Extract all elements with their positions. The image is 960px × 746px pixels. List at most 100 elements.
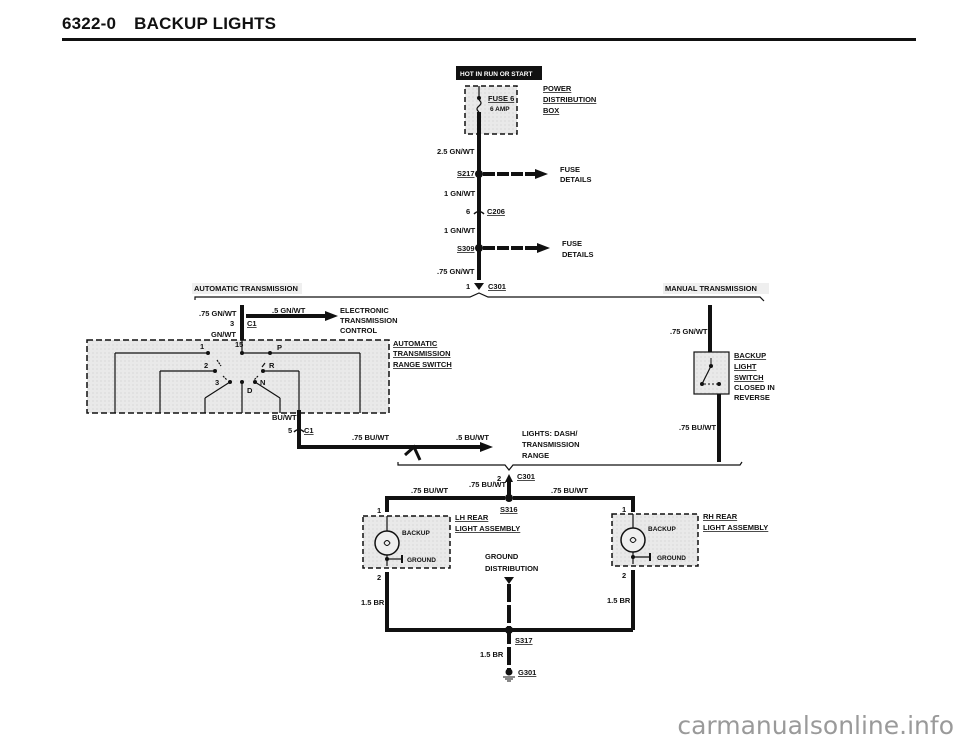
wire-label: .5 GN/WT bbox=[272, 306, 306, 315]
power-distribution-box: HOT IN RUN OR START FUSE 6 6 AMP POWER D… bbox=[456, 66, 596, 135]
pin-label: 2 bbox=[377, 573, 381, 582]
wire-label: .75 GN/WT bbox=[199, 309, 237, 318]
splice-s317 bbox=[505, 626, 513, 634]
fuse-rating: 6 AMP bbox=[490, 106, 510, 113]
position-label-p: P bbox=[277, 343, 282, 352]
switch-contact bbox=[261, 369, 265, 373]
switch-contact bbox=[228, 380, 232, 384]
fuse-box bbox=[464, 85, 518, 135]
wire-label: .75 BU/WT bbox=[551, 486, 589, 495]
position-label-n: N bbox=[260, 378, 265, 387]
pin-label: 1 bbox=[466, 282, 470, 291]
wire-label: .75 GN/WT bbox=[670, 327, 708, 336]
connector-c301-icon bbox=[474, 283, 484, 290]
position-label-1: 1 bbox=[200, 342, 204, 351]
wire-label: 1 GN/WT bbox=[444, 226, 476, 235]
switch-contact bbox=[206, 351, 210, 355]
switch-contact bbox=[268, 351, 272, 355]
lamp-label: BACKUP bbox=[648, 526, 676, 533]
power-box-label-2: DISTRIBUTION bbox=[543, 95, 596, 104]
lamp-label: BACKUP bbox=[402, 530, 430, 537]
fuse-label: FUSE 6 bbox=[488, 94, 514, 103]
range-switch-label-2: TRANSMISSION bbox=[393, 349, 451, 358]
ground-dist-label-1: GROUND bbox=[485, 552, 519, 561]
pin-label: 6 bbox=[466, 207, 470, 216]
switch-contact bbox=[240, 351, 244, 355]
fuse-details-2a: FUSE bbox=[562, 239, 582, 248]
ground-dist-icon bbox=[504, 577, 514, 584]
switch-note-1: CLOSED IN bbox=[734, 383, 775, 392]
pin-label: 15 bbox=[235, 340, 243, 349]
hot-banner-text: HOT IN RUN OR START bbox=[460, 71, 532, 78]
wire-label: 1.5 BR bbox=[480, 650, 504, 659]
wire-label: .75 GN/WT bbox=[437, 267, 475, 276]
arrow-icon bbox=[480, 442, 493, 452]
connector-label: C301 bbox=[517, 472, 535, 481]
hot-banner bbox=[456, 66, 542, 80]
splice-s309 bbox=[475, 244, 483, 252]
fuse-icon bbox=[476, 99, 482, 113]
section-number: 6322-0 bbox=[62, 14, 117, 33]
wire-label: 1.5 BR bbox=[607, 596, 631, 605]
lh-label-2: LIGHT ASSEMBLY bbox=[455, 524, 520, 533]
connector-label: C1 bbox=[304, 426, 314, 435]
etc-label-2: TRANSMISSION bbox=[340, 316, 398, 325]
ground-point-label: G301 bbox=[518, 668, 536, 677]
switch-label-1: BACKUP bbox=[734, 351, 766, 360]
automatic-transmission: AUTOMATIC TRANSMISSION .75 GN/WT .5 GN/W… bbox=[86, 283, 580, 461]
wire-label: .75 BU/WT bbox=[352, 433, 390, 442]
switch-arm bbox=[701, 365, 712, 385]
range-switch-label-1: AUTOMATIC bbox=[393, 339, 438, 348]
arrow-icon bbox=[535, 169, 548, 179]
splice-label: S309 bbox=[457, 244, 475, 253]
main-feed: 2.5 GN/WT S217 FUSE DETAILS 1 GN/WT 6 C2… bbox=[437, 112, 594, 291]
splice-s217 bbox=[475, 170, 483, 178]
switch-contact bbox=[253, 380, 257, 384]
connector-c1 bbox=[293, 428, 305, 433]
connector-c206 bbox=[473, 210, 485, 215]
position-label-2: 2 bbox=[204, 361, 208, 370]
wire-label: 1.5 BR bbox=[361, 598, 385, 607]
range-switch-label-3: RANGE SWITCH bbox=[393, 360, 452, 369]
fuse-details-2b: DETAILS bbox=[562, 250, 594, 259]
pin-label: 2 bbox=[497, 474, 501, 483]
pin-label: 1 bbox=[622, 505, 626, 514]
fuse-details-1b: DETAILS bbox=[560, 175, 592, 184]
ground-label: GROUND bbox=[407, 557, 436, 564]
wire-label: GN/WT bbox=[211, 330, 236, 339]
lh-label-1: LH REAR bbox=[455, 513, 489, 522]
etc-label-3: CONTROL bbox=[340, 326, 377, 335]
ground-point-icon bbox=[505, 668, 513, 676]
option-bracket bbox=[397, 461, 743, 471]
dash-label-1: LIGHTS: DASH/ bbox=[522, 429, 578, 438]
position-label-r: R bbox=[269, 361, 275, 370]
pin-label: 3 bbox=[230, 319, 234, 328]
switch-label-2: LIGHT bbox=[734, 362, 757, 371]
title-rule bbox=[62, 38, 916, 41]
position-label-d: D bbox=[247, 386, 253, 395]
section-title: BACKUP LIGHTS bbox=[134, 14, 277, 33]
switch-label-3: SWITCH bbox=[734, 373, 764, 382]
splice-label: S316 bbox=[500, 505, 518, 514]
splice-s316 bbox=[505, 494, 513, 502]
pin-label: 2 bbox=[622, 571, 626, 580]
range-switch-box bbox=[86, 339, 390, 414]
manual-section-label: MANUAL TRANSMISSION bbox=[665, 284, 757, 293]
rh-label-1: RH REAR bbox=[703, 512, 738, 521]
wire-label: BU/WT bbox=[272, 413, 297, 422]
fuse-details-1a: FUSE bbox=[560, 165, 580, 174]
ground-label: GROUND bbox=[657, 555, 686, 562]
splice-label: S217 bbox=[457, 169, 475, 178]
fuse-terminal bbox=[477, 96, 481, 100]
watermark: carmanualsonline.info bbox=[677, 711, 954, 740]
connector-label: C301 bbox=[488, 282, 506, 291]
pin-label: 1 bbox=[377, 506, 381, 515]
rear-lights: 2 C301 .75 BU/WT S316 .75 BU/WT .75 BU/W… bbox=[361, 472, 768, 682]
pin-label: 5 bbox=[288, 426, 292, 435]
dash-label-2: TRANSMISSION bbox=[522, 440, 580, 449]
wire-label: 2.5 GN/WT bbox=[437, 147, 475, 156]
wire-label: .75 BU/WT bbox=[469, 480, 507, 489]
bulb-icon bbox=[620, 527, 646, 553]
etc-label-1: ELECTRONIC bbox=[340, 306, 389, 315]
option-bracket bbox=[194, 292, 765, 302]
